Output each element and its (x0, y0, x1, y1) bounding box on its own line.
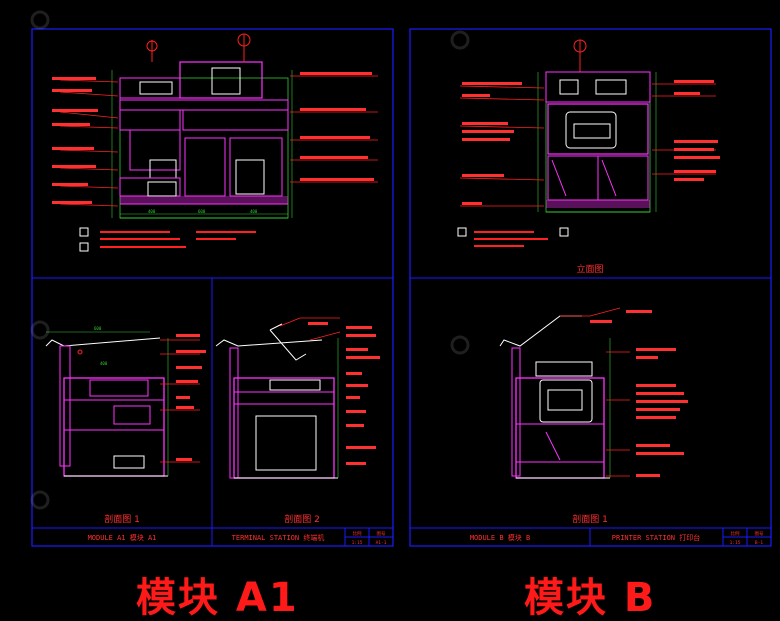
sheet-b-scale-head: 比例 (731, 530, 740, 537)
sheet-a-scale-head: 比例 (353, 530, 362, 537)
a1-section-1: 600 400 (45, 326, 169, 477)
sheet-a-scale-val: 1:15 (352, 540, 363, 546)
b-sec-notes (590, 310, 688, 477)
sheet-b-caption-left: MODULE B 模块 B (470, 533, 530, 542)
b-right-notes (674, 80, 720, 181)
a1-section-1-label: 剖面图 1 (104, 513, 140, 525)
sec2-notes (308, 322, 380, 465)
sheet-b-num-head: 图号 (755, 531, 764, 537)
sheet-a-num-val: A1-1 (376, 540, 387, 546)
a1-section-markers (146, 33, 251, 62)
sheet-a: 400 600 400 (31, 28, 394, 547)
sec1-leaders (160, 339, 200, 463)
sheet-a-caption-left: MODULE A1 模块 A1 (88, 533, 157, 542)
b-section-1-label: 剖面图 1 (572, 513, 608, 525)
b-section-1 (499, 315, 611, 479)
watermark (30, 10, 470, 510)
a1-left-notes (52, 77, 98, 204)
sheet-b: 立面图 (409, 28, 772, 547)
sec1-notes (176, 334, 206, 461)
b-right-leaders (652, 83, 716, 175)
a1-dim-mid: 600 (198, 209, 206, 214)
a1-elevation: 400 600 400 (111, 61, 293, 219)
a1-right-notes (300, 72, 374, 181)
sheet-b-caption-right: PRINTER STATION 打印台 (612, 533, 700, 542)
b-sec-leaders (560, 307, 630, 477)
a1-dim-left: 400 (148, 209, 156, 214)
sec2-leaders (279, 317, 341, 341)
a1-right-leaders (290, 75, 378, 183)
b-elevation (537, 39, 657, 213)
sheet-b-scale-val: 1:15 (730, 540, 741, 546)
a1-section-2-label: 剖面图 2 (284, 513, 320, 525)
a1-legend (79, 227, 256, 252)
sheet-b-num-val: B-1 (755, 540, 763, 546)
sec1-dim-inner: 400 (100, 361, 108, 366)
b-left-notes (462, 82, 522, 205)
b-legend (457, 227, 569, 247)
sheet-a-caption-right: TERMINAL STATION 终端机 (232, 533, 325, 542)
module-a1-title: 模块 A1 (136, 575, 299, 621)
module-b-title: 模块 B (524, 575, 657, 621)
a1-section-2 (215, 323, 339, 479)
b-elevation-label: 立面图 (576, 263, 603, 275)
b-left-leaders (459, 85, 545, 207)
sheet-b-frame (409, 28, 772, 547)
a1-left-leaders (59, 79, 119, 207)
sec1-dim-depth: 600 (94, 326, 102, 331)
a1-dim-right: 400 (250, 209, 258, 214)
sheet-a-num-head: 图号 (377, 531, 386, 537)
